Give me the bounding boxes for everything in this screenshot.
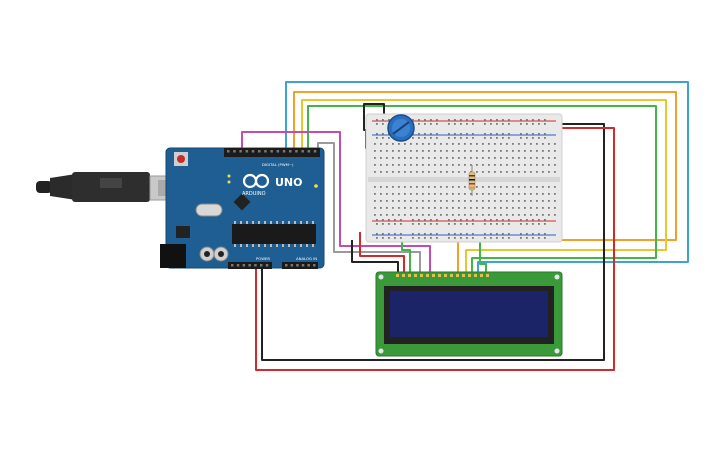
breadboard-holes xyxy=(374,119,556,239)
board-brand: ARDUINO xyxy=(242,191,266,197)
usb-cable[interactable] xyxy=(36,172,189,202)
wire-blue[interactable] xyxy=(285,81,689,272)
wire-gray[interactable] xyxy=(317,142,421,272)
analog-header xyxy=(282,262,318,269)
wire-red-lcd[interactable] xyxy=(359,232,405,272)
atmega-chip xyxy=(232,224,316,244)
lcd-screen xyxy=(390,291,548,337)
wire-yellow[interactable] xyxy=(301,99,667,272)
analog-label: ANALOG IN xyxy=(296,256,317,261)
board-model: UNO xyxy=(275,176,303,189)
lcd-pins xyxy=(396,274,489,277)
resistor[interactable] xyxy=(468,165,476,196)
wire-magenta[interactable] xyxy=(241,131,431,272)
lcd-display[interactable] xyxy=(375,271,563,357)
power-jack xyxy=(160,244,186,268)
wire-red-bottom[interactable] xyxy=(255,127,615,371)
power-label: POWER xyxy=(256,256,270,261)
reset-button-cap[interactable] xyxy=(177,155,185,163)
arduino-uno-board[interactable]: UNO ARDUINO DIGITAL (PWM~) POWER ANALOG … xyxy=(160,147,325,269)
breadboard[interactable] xyxy=(365,113,563,243)
arduino-logo-icon xyxy=(242,173,270,189)
wire-black-bottom[interactable] xyxy=(261,123,605,361)
potentiometer[interactable] xyxy=(387,114,415,142)
digital-label: DIGITAL (PWM~) xyxy=(262,162,294,167)
wire-orange[interactable] xyxy=(293,91,677,272)
wire-green-top[interactable] xyxy=(307,105,657,272)
wire-black-lcd[interactable] xyxy=(351,240,399,272)
